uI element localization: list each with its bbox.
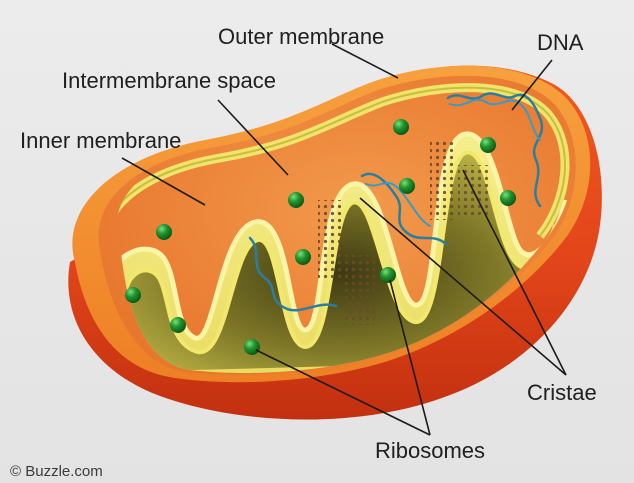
label-intermembrane-space: Intermembrane space bbox=[62, 68, 276, 93]
label-inner-membrane: Inner membrane bbox=[20, 128, 181, 153]
ribosome bbox=[244, 339, 260, 355]
ribosome bbox=[380, 267, 396, 283]
label-outer-membrane: Outer membrane bbox=[218, 24, 384, 49]
ribosome bbox=[295, 249, 311, 265]
leader-outer-membrane bbox=[332, 44, 398, 78]
ribosome bbox=[399, 178, 415, 194]
ribosome bbox=[500, 190, 516, 206]
label-dna: DNA bbox=[537, 30, 584, 55]
ribosome bbox=[480, 137, 496, 153]
label-cristae: Cristae bbox=[527, 380, 597, 405]
ribosome bbox=[125, 287, 141, 303]
credit-watermark: © Buzzle.com bbox=[10, 463, 103, 480]
ribosome bbox=[393, 119, 409, 135]
ribosome bbox=[288, 192, 304, 208]
ribosome bbox=[156, 224, 172, 240]
ribosome bbox=[170, 317, 186, 333]
label-ribosomes: Ribosomes bbox=[375, 438, 485, 463]
